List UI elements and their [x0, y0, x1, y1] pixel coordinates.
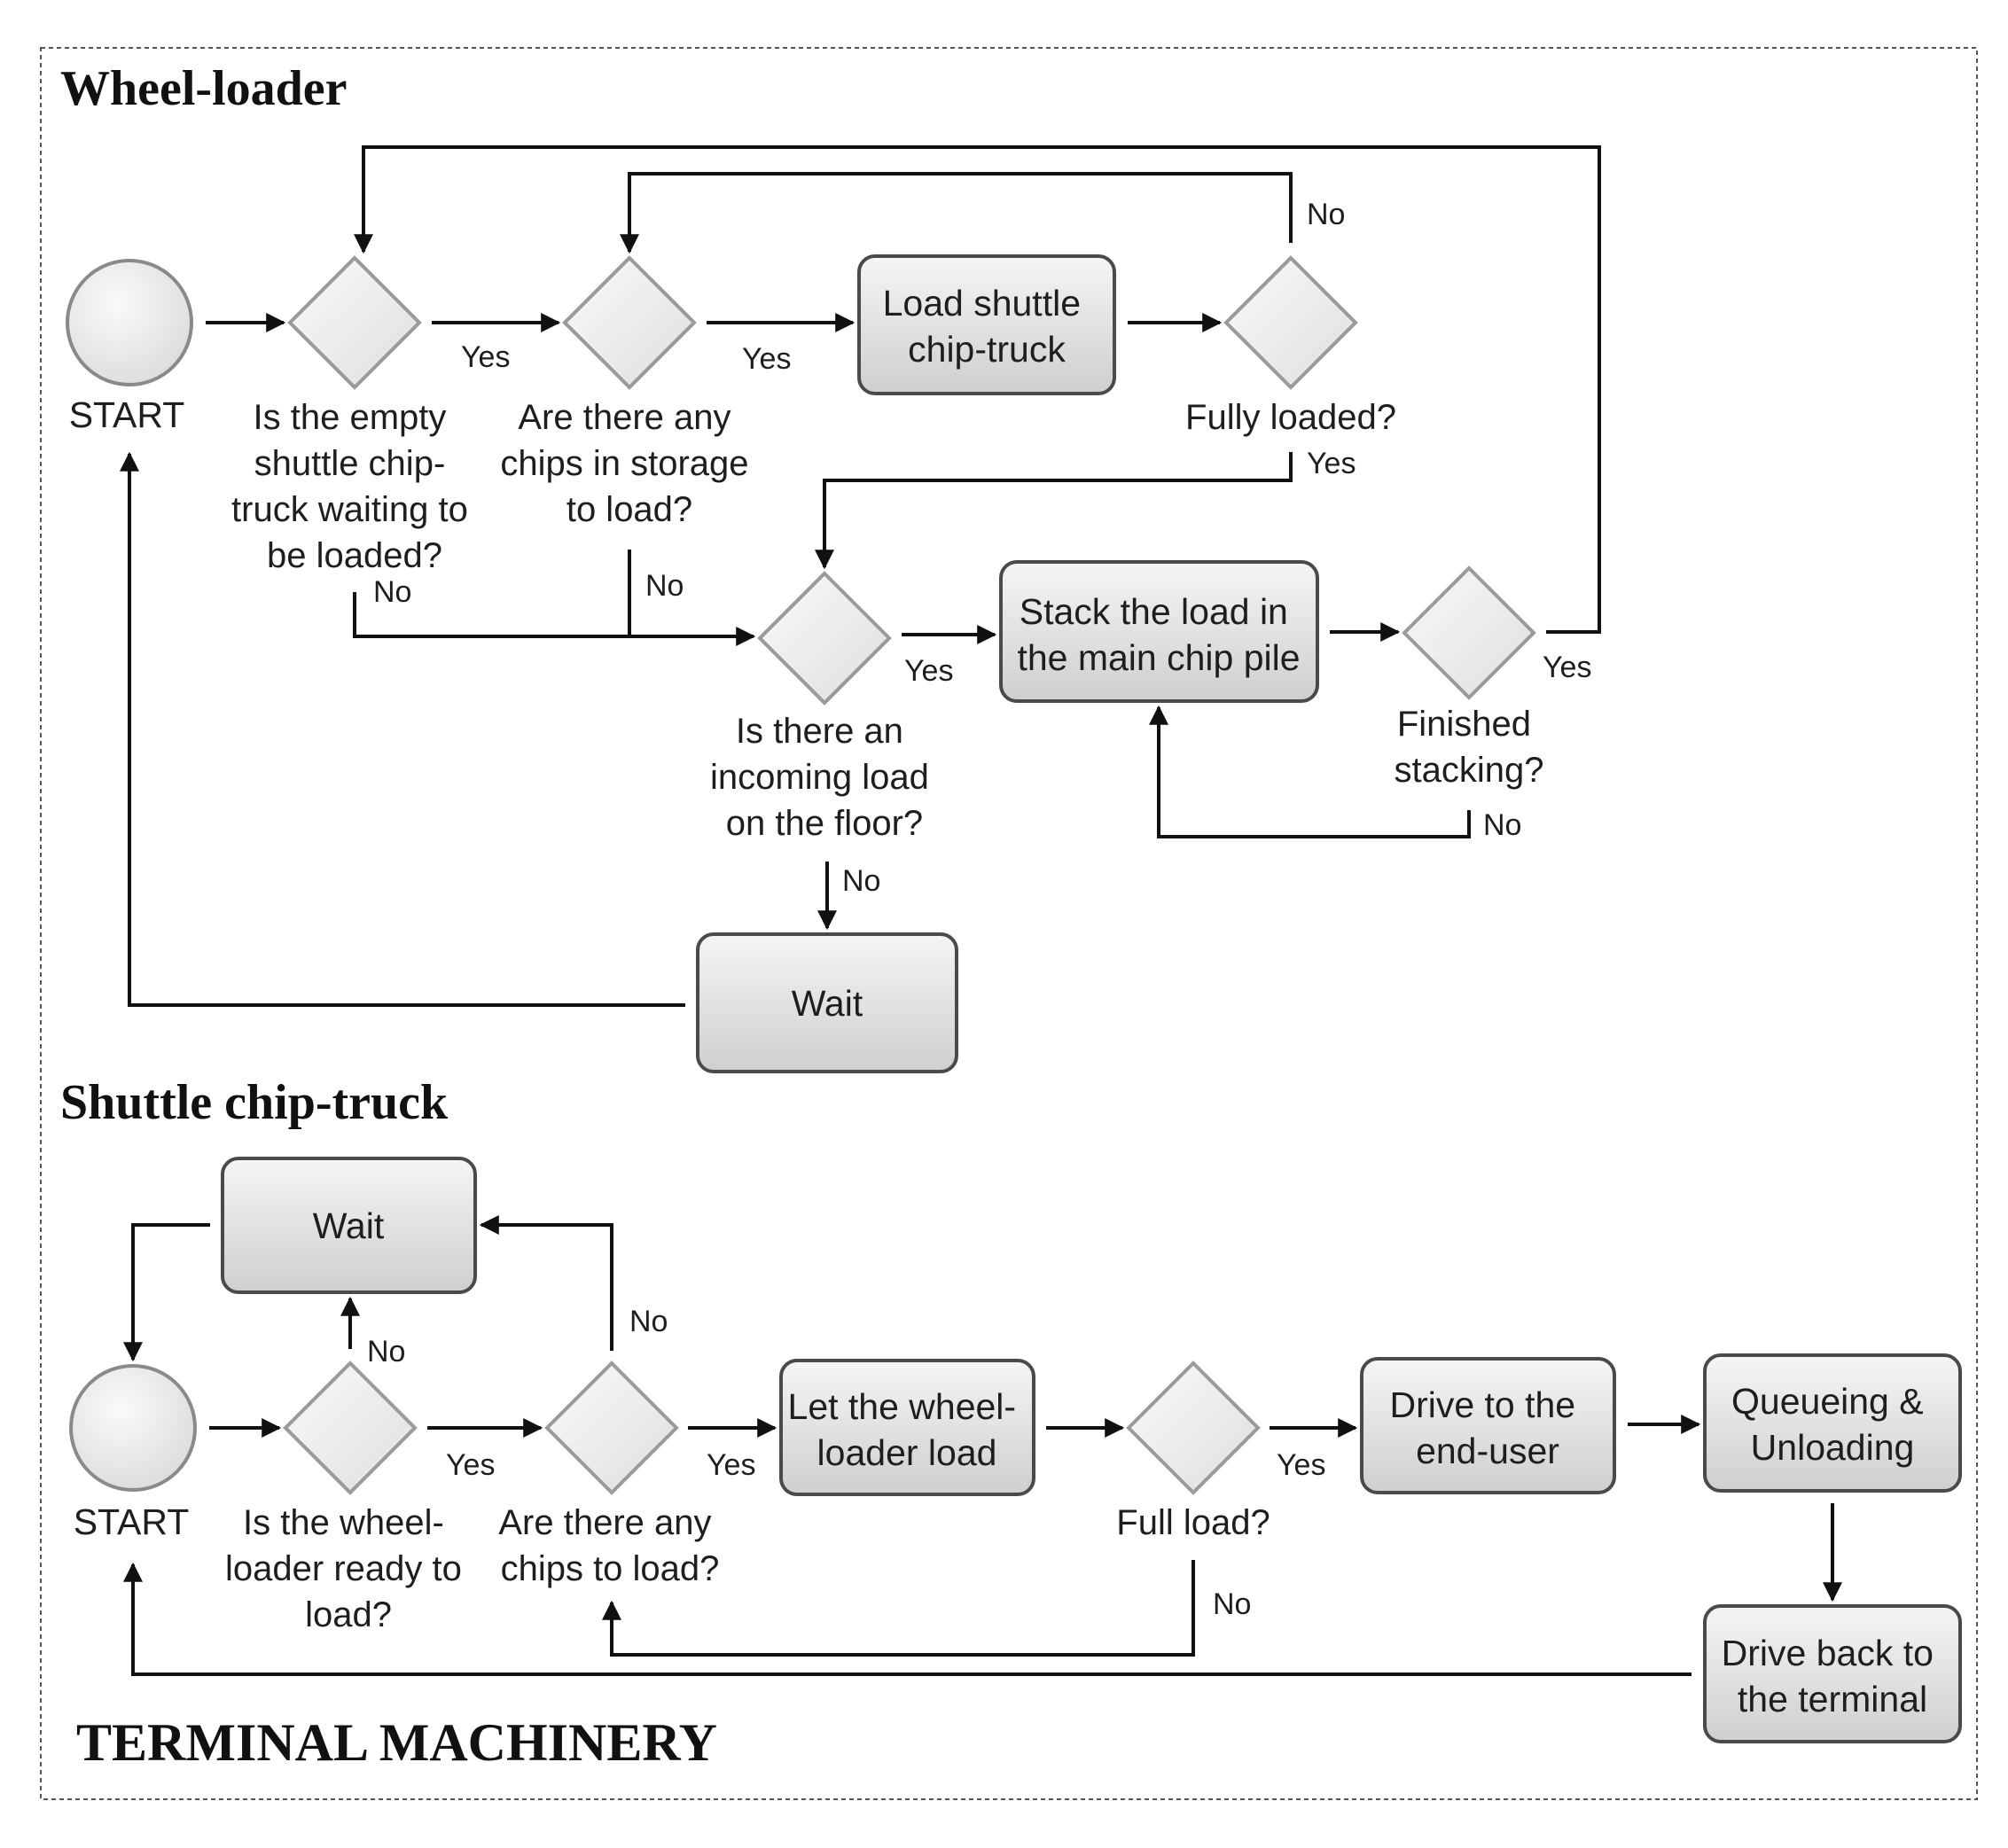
wl-load-shuttle-label: Load shuttle chip-truck [883, 283, 1091, 370]
wl-no-label: No [1483, 808, 1521, 842]
wl-no-label: No [1307, 198, 1345, 231]
sc-let-load-box [779, 1359, 1035, 1496]
wl-yes-label: Yes [742, 342, 791, 376]
sc-decision-full [1126, 1361, 1261, 1495]
wl-decision-finished-label: Finished stacking? [1395, 705, 1544, 790]
frame-border [40, 47, 1978, 1800]
wl-wait-label: Wait [792, 983, 863, 1024]
sc-start-label: START [74, 1501, 190, 1542]
wl-edge-fully-no [620, 172, 1293, 254]
wheel-loader-title: Wheel-loader [60, 61, 347, 116]
sc-no-label: No [629, 1305, 668, 1338]
sc-edge-wait-to-start [123, 1223, 210, 1362]
wl-yes-label: Yes [904, 654, 953, 688]
sc-queueing-label: Queueing & Unloading [1731, 1381, 1934, 1468]
wl-decision-chips-storage [562, 255, 697, 390]
sc-edge-chips-no [479, 1215, 613, 1351]
wl-yes-label: Yes [1543, 651, 1591, 684]
wl-edge-fully-yes [815, 452, 1293, 570]
sc-drive-back-label: Drive back to the terminal [1722, 1633, 1944, 1719]
wl-edge-finished-no [1149, 705, 1471, 838]
sc-decision-ready-label: Is the wheel- loader ready to load? [225, 1503, 472, 1634]
wl-decision-incoming-label: Is there an incoming load on the floor? [710, 712, 939, 843]
wl-load-shuttle-box [857, 254, 1116, 395]
wl-decision-finished [1402, 565, 1536, 700]
sc-yes-label: Yes [707, 1448, 755, 1482]
shuttle-title: Shuttle chip-truck [60, 1075, 449, 1130]
wl-wait-box [696, 932, 958, 1073]
sc-no-label: No [1213, 1587, 1251, 1621]
sc-drive-back-box [1703, 1604, 1962, 1743]
sc-drive-end-user-label: Drive to the end-user [1389, 1384, 1585, 1471]
sc-decision-chips [544, 1361, 679, 1495]
wl-stack-load-box [999, 560, 1319, 703]
wl-no-label: No [842, 864, 880, 898]
sc-queueing-box [1703, 1353, 1962, 1493]
wl-decision-fully-loaded-label: Fully loaded? [1185, 398, 1396, 437]
wl-start-node [66, 259, 193, 386]
wl-edge-wait-to-start [120, 451, 685, 1007]
sc-decision-chips-label: Are there any chips to load? [498, 1503, 721, 1588]
footer-title: TERMINAL MACHINERY [76, 1713, 717, 1772]
sc-start-node [69, 1364, 197, 1492]
wl-stack-load-label: Stack the load in the main chip pile [1017, 591, 1300, 678]
wl-start-label: START [69, 394, 185, 435]
sc-edge-full-no [602, 1560, 1195, 1657]
wl-decision-fully-loaded [1223, 255, 1358, 390]
wl-no-label: No [645, 569, 684, 603]
wl-edge-finished-yes [354, 145, 1601, 634]
sc-yes-label: Yes [446, 1448, 495, 1482]
sc-decision-full-label: Full load? [1116, 1503, 1270, 1542]
wl-yes-label: Yes [1307, 447, 1356, 480]
wl-edge-empty-truck-no [353, 592, 756, 646]
sc-wait-label: Wait [313, 1205, 385, 1246]
wl-decision-chips-storage-label: Are there any chips in storage to load? [500, 398, 758, 529]
sc-yes-label: Yes [1277, 1448, 1325, 1482]
wl-decision-empty-truck-label: Is the empty shuttle chip- truck waiting… [231, 398, 478, 575]
wl-decision-incoming [757, 571, 892, 706]
sc-no-label: No [367, 1335, 405, 1368]
wl-decision-empty-truck [287, 255, 422, 390]
wl-yes-label: Yes [461, 340, 510, 374]
wl-no-label: No [373, 575, 411, 609]
sc-drive-end-user-box [1360, 1357, 1616, 1494]
sc-let-load-label: Let the wheel- loader load [788, 1386, 1027, 1473]
sc-wait-box [221, 1157, 477, 1294]
sc-edge-drive-back-to-start [123, 1562, 1692, 1676]
sc-decision-ready [283, 1361, 418, 1495]
